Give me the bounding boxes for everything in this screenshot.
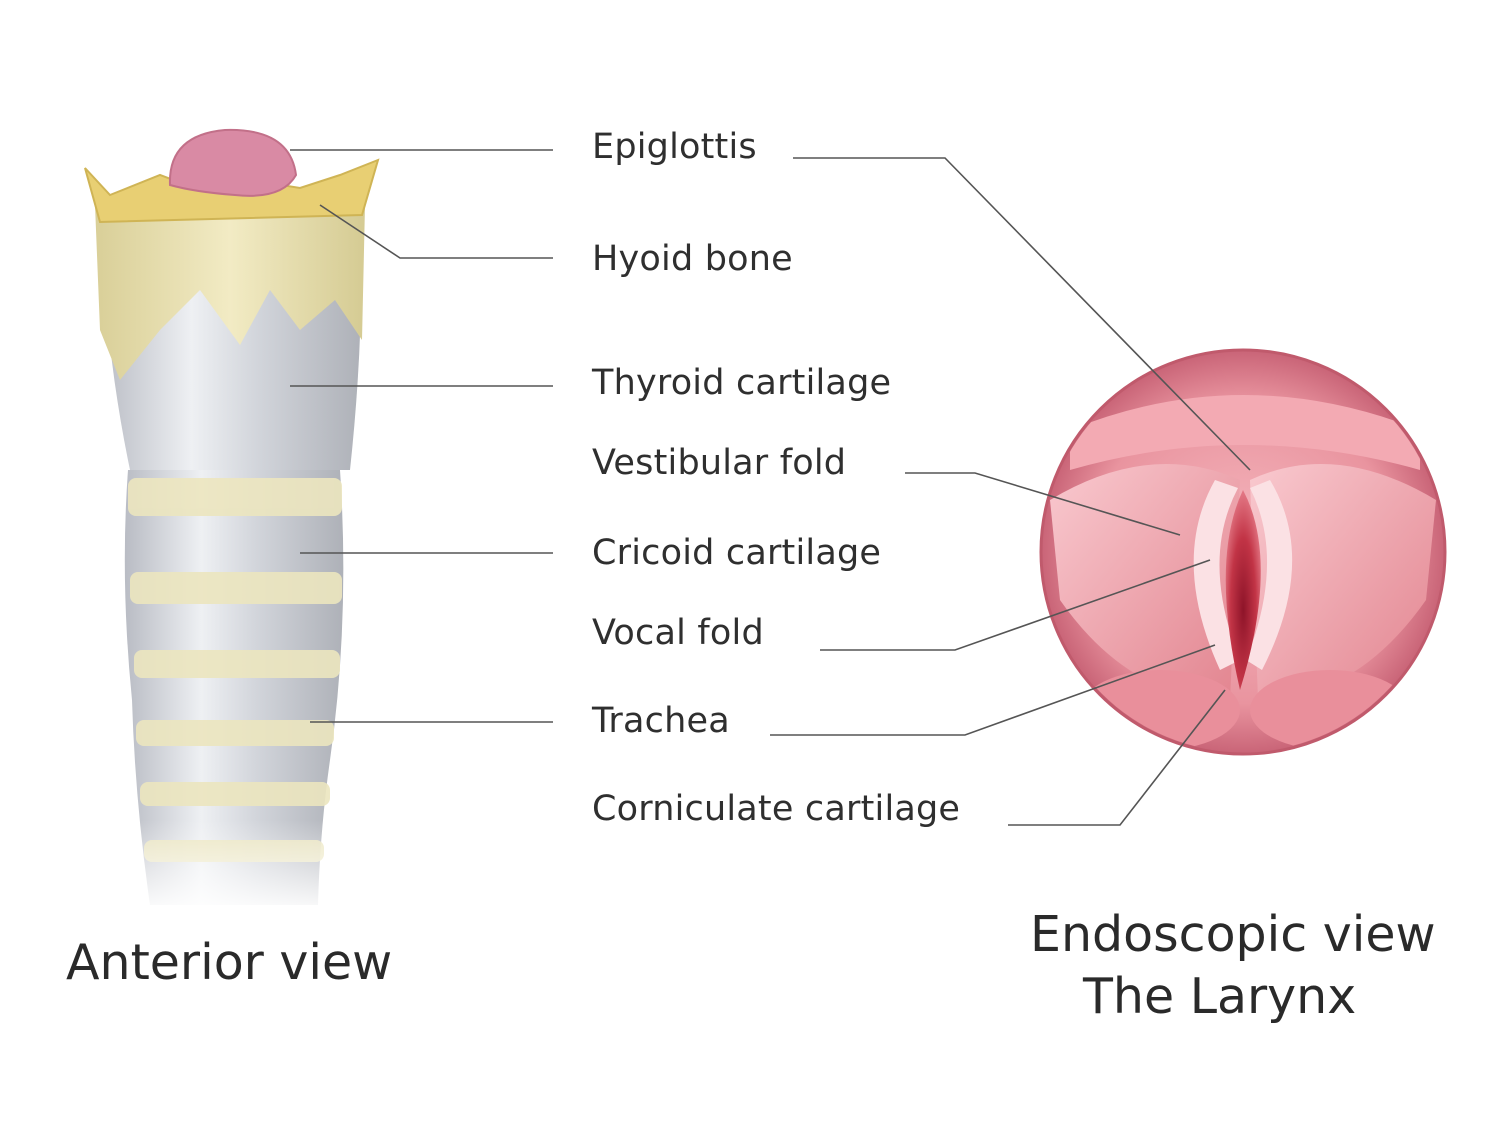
label-vestibular-fold: Vestibular fold	[592, 443, 847, 483]
label-epiglottis: Epiglottis	[592, 127, 757, 167]
caption-anterior-view: Anterior view	[66, 934, 393, 991]
caption-endoscopic-view: Endoscopic view	[1030, 906, 1436, 963]
label-vocal-fold: Vocal fold	[592, 613, 764, 653]
label-cricoid-cartilage: Cricoid cartilage	[592, 533, 882, 573]
anterior-larynx-illustration	[84, 128, 380, 915]
leader-epiglottis-right	[793, 157, 1251, 471]
caption-the-larynx: The Larynx	[1083, 968, 1357, 1025]
endoscopic-larynx-illustration	[1039, 348, 1447, 756]
label-corniculate-cartilage: Corniculate cartilage	[592, 789, 961, 829]
leader-vestibular-right	[905, 472, 1181, 536]
leader-trachea-right	[770, 644, 1216, 736]
thyrohyoid-membrane-shape	[95, 205, 365, 380]
label-thyroid-cartilage: Thyroid cartilage	[592, 363, 892, 403]
leader-vocal-right	[820, 559, 1211, 651]
label-hyoid-bone: Hyoid bone	[592, 239, 793, 279]
epiglottis-shape	[168, 128, 298, 197]
leader-hyoid-left	[319, 204, 553, 259]
label-trachea: Trachea	[592, 701, 730, 741]
leader-lines	[290, 149, 1251, 826]
leader-corniculate-right	[1008, 689, 1226, 826]
